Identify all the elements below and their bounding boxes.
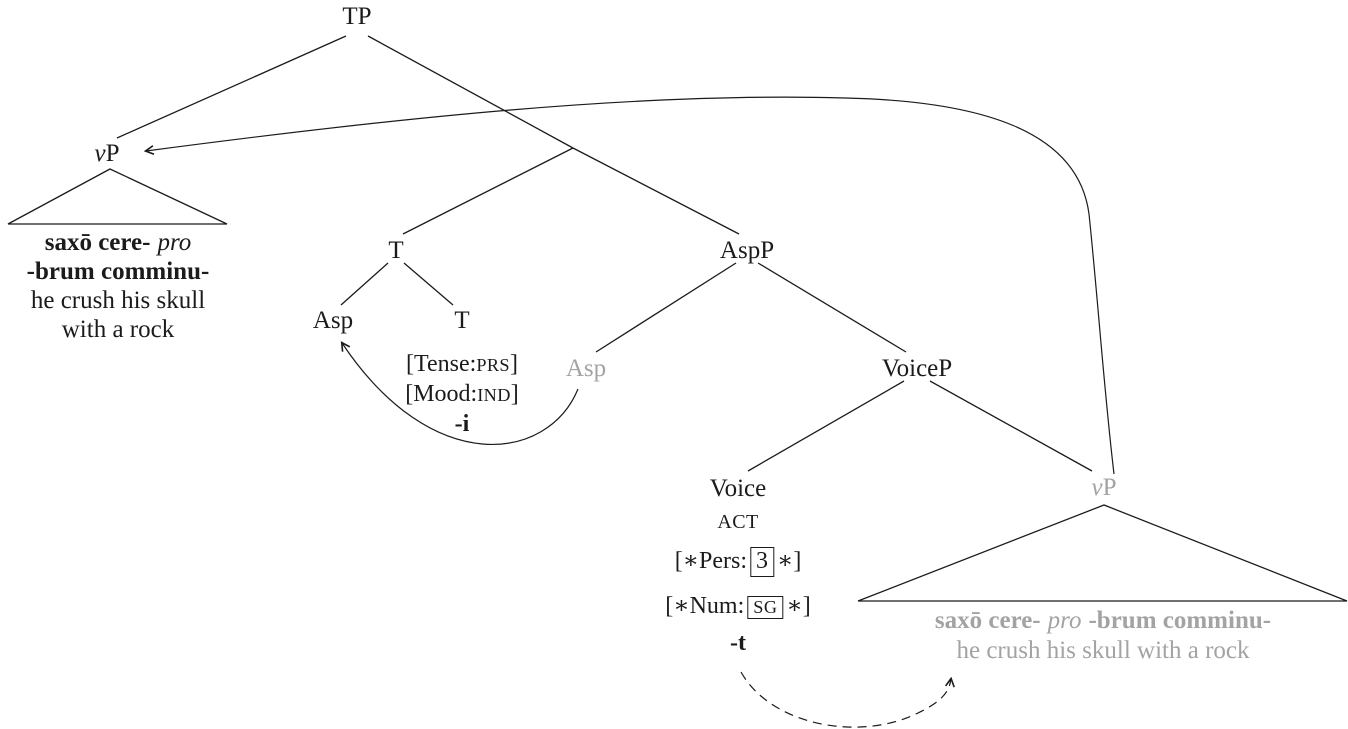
mood-feature: [Mood:IND] [405, 380, 519, 410]
agreement-arrow-dashed [740, 671, 951, 728]
t-features: [Tense:PRS] [Mood:IND] -i [405, 350, 519, 439]
vp-left-head-label: v [94, 140, 106, 167]
voice-act-feature: ACT [717, 511, 759, 533]
edge-voicep-voice [747, 380, 905, 472]
vp-left-yield-line2: -brum comminu- [26, 258, 210, 285]
node-asp-trace: Asp [565, 355, 607, 382]
edge-t-asp [340, 262, 389, 306]
node-voicep: VoiceP [881, 355, 953, 382]
node-voice: Voice [709, 475, 767, 502]
node-vp-left: vP [94, 140, 119, 168]
vp-left-yield: saxō cere-pro -brum comminu- he crush hi… [27, 228, 210, 344]
edge-aspp-asptrace [595, 262, 737, 353]
voice-affix: -t [730, 630, 746, 656]
vp-trace-yield-line1: saxō cere-pro-brum comminu- [935, 606, 1271, 636]
vp-movement-arrow [146, 96, 1115, 475]
num-feature-pre: [∗Num: [665, 593, 745, 619]
vp-trace-yield-latin-b: -brum comminu- [1088, 607, 1272, 634]
vp-left-yield-latin-a: saxō cere- [44, 229, 151, 256]
vp-left-yield-gloss2: with a rock [61, 316, 175, 343]
vp-trace-head-label: v [1091, 474, 1103, 501]
tense-feature: [Tense:PRS] [405, 350, 519, 380]
asp-movement-arrow [342, 343, 579, 445]
vp-trace-rest-label: P [1102, 474, 1117, 501]
pers-feature: [∗Pers:3∗] [665, 538, 810, 584]
vp-left-yield-gloss1: he crush his skull [30, 287, 206, 314]
vp-trace-triangle [857, 504, 1348, 602]
vp-left-rest-label: P [105, 140, 120, 167]
edge-tp-vp [116, 35, 347, 139]
node-tp: TP [342, 3, 372, 30]
num-feature: [∗Num:SG∗] [665, 584, 810, 628]
mood-feature-pre: [Mood: [405, 381, 478, 407]
edge-tbar-t [402, 147, 574, 235]
pers-feature-pre: [∗Pers: [674, 548, 747, 574]
vp-trace-yield: saxō cere-pro-brum comminu- he crush his… [935, 606, 1271, 666]
pers-feature-post: ∗] [777, 548, 802, 574]
edge-aspp-voicep [757, 262, 907, 353]
edge-voicep-vptrace [929, 380, 1093, 472]
node-asp-landed: Asp [312, 307, 354, 334]
vp-trace-yield-pro: pro [1047, 607, 1082, 634]
edge-tp-tbar [367, 35, 574, 149]
voice-features: ACT [∗Pers:3∗] [∗Num:SG∗] -t [665, 506, 810, 658]
vp-trace-yield-latin-a: saxō cere- [934, 607, 1041, 634]
node-vp-trace: vP [1091, 474, 1116, 502]
t-affix: -i [454, 411, 470, 437]
mood-feature-value: IND [477, 385, 511, 405]
vp-left-triangle [7, 168, 228, 225]
vp-left-yield-line1: saxō cere-pro [27, 228, 210, 257]
edge-t-thead [403, 262, 454, 306]
pers-value-box: 3 [750, 547, 774, 577]
vp-left-yield-pro: pro [157, 229, 192, 256]
node-t-head: T [454, 307, 470, 334]
edge-tbar-aspp [572, 147, 740, 235]
node-t-phrase: T [388, 237, 404, 264]
tense-feature-value: PRS [476, 355, 510, 375]
num-value-box: SG [747, 596, 784, 619]
node-aspp: AspP [719, 237, 775, 264]
mood-feature-post: ] [510, 381, 519, 407]
tense-feature-pre: [Tense: [406, 351, 477, 377]
vp-trace-yield-gloss: he crush his skull with a rock [956, 637, 1250, 664]
num-feature-post: ∗] [786, 593, 811, 619]
tense-feature-post: ] [509, 351, 518, 377]
